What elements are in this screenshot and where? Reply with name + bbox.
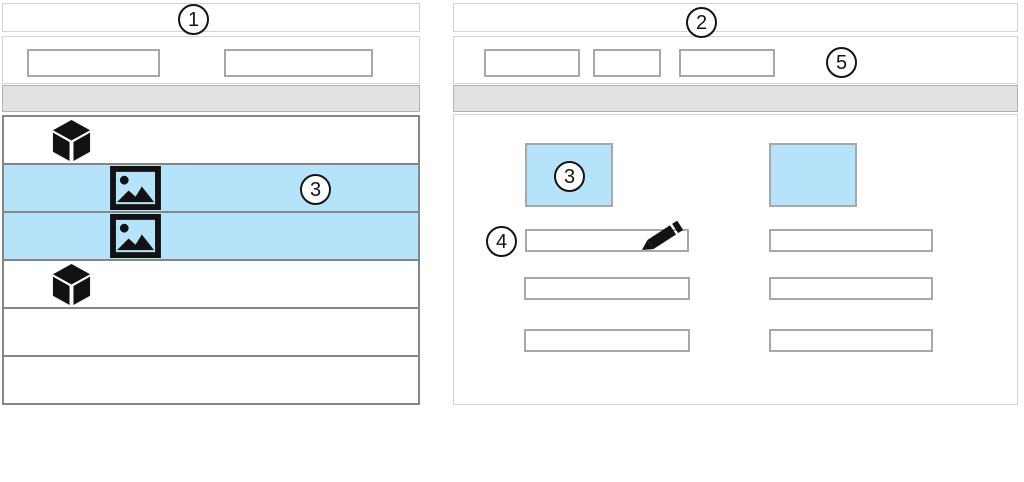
form-field-1-right[interactable] <box>769 229 933 252</box>
list-row-empty[interactable] <box>4 309 418 357</box>
left-toolbar-field-2[interactable] <box>224 49 373 77</box>
image-icon <box>110 166 161 210</box>
form-field-3-right[interactable] <box>769 329 933 352</box>
callout-1: 1 <box>178 4 209 35</box>
left-panel-item-list <box>2 115 420 405</box>
list-row-image[interactable] <box>4 165 418 213</box>
list-row-image[interactable] <box>4 213 418 261</box>
list-row-cube[interactable] <box>4 261 418 309</box>
callout-3-right: 3 <box>554 161 585 192</box>
callout-3-left: 3 <box>300 174 331 205</box>
left-panel-column-header-bar <box>2 85 420 112</box>
form-field-2-right[interactable] <box>769 277 933 300</box>
left-panel-toolbar <box>2 36 420 84</box>
callout-4: 4 <box>486 226 517 257</box>
list-row-cube[interactable] <box>4 117 418 165</box>
edit-pencil-icon[interactable] <box>636 219 690 255</box>
cube-icon <box>52 263 91 305</box>
right-toolbar-field-1[interactable] <box>484 49 580 77</box>
form-field-3-left[interactable] <box>524 329 690 352</box>
right-panel-title-bar <box>453 3 1018 32</box>
left-panel-title-bar <box>2 3 420 32</box>
image-icon <box>110 214 161 258</box>
list-row-empty[interactable] <box>4 357 418 403</box>
form-field-2-left[interactable] <box>524 277 690 300</box>
right-panel-toolbar <box>453 36 1018 84</box>
thumbnail-selected-right[interactable] <box>769 143 857 207</box>
left-toolbar-field-1[interactable] <box>27 49 160 77</box>
callout-2: 2 <box>686 7 717 38</box>
right-toolbar-field-2[interactable] <box>593 49 661 77</box>
callout-5: 5 <box>826 47 857 78</box>
right-panel-header-bar <box>453 85 1018 112</box>
right-panel-detail-form <box>453 114 1018 405</box>
cube-icon <box>52 119 91 161</box>
right-toolbar-field-3[interactable] <box>679 49 775 77</box>
